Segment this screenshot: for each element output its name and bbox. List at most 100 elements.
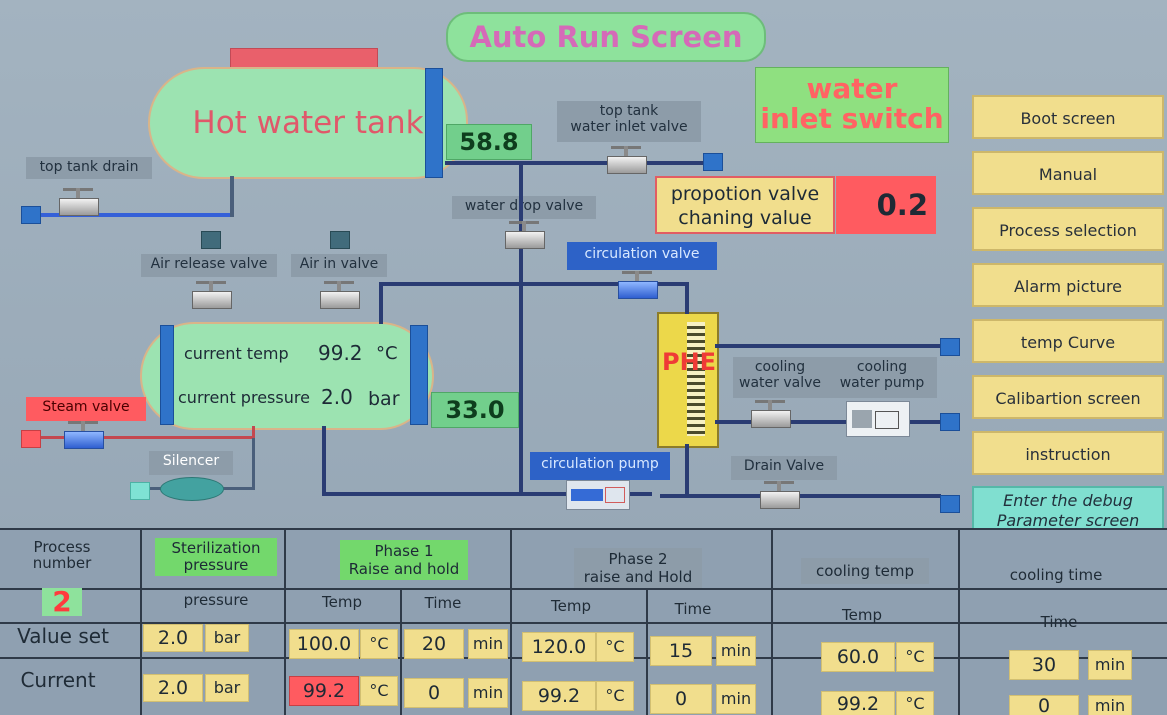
pipe-drain [660, 494, 941, 498]
table-separator-2 [0, 622, 1167, 624]
current-phase2-time: 0 [650, 684, 712, 714]
menu-boot-screen-button[interactable]: Boot screen [972, 95, 1164, 139]
top-tank-water-inlet-valve-stem [624, 146, 628, 158]
cooling-temp-label: cooling temp [801, 558, 929, 584]
cooling-water-pump-icon [846, 401, 910, 437]
air-release-indicator [201, 231, 221, 249]
top-tank-water-inlet-valve[interactable] [597, 146, 655, 180]
steam-indicator [21, 430, 41, 448]
air-release-valve[interactable] [182, 281, 240, 315]
value-set-phase1-temp[interactable]: 100.0 [289, 629, 359, 659]
menu-alarm-picture-button[interactable]: Alarm picture [972, 263, 1164, 307]
drain-valve[interactable] [750, 481, 808, 515]
cooling-time-label: cooling time [1009, 566, 1103, 584]
pipe-top-drain [40, 213, 230, 217]
menu-calibartion-screen-button[interactable]: Calibartion screen [972, 375, 1164, 419]
top-tank-drain-indicator [21, 206, 41, 224]
top-tank-drain-valve-stem [76, 188, 80, 200]
phe-label: PHE [662, 348, 717, 376]
drain-valve-body [760, 491, 800, 509]
steam-valve-body [64, 431, 104, 449]
silencer-indicator [130, 482, 150, 500]
circulation-valve[interactable] [608, 271, 666, 305]
hot-water-tank-side-cap [425, 68, 443, 178]
propotion-valve-panel: propotion valve chaning value [655, 176, 835, 234]
drain-indicator [940, 495, 960, 513]
steam-valve-label: Steam valve [26, 397, 146, 421]
lower-tank-current-pressure-label: current pressure [178, 388, 310, 407]
circulation-valve-stem [635, 271, 639, 283]
pipe-steam-up [252, 426, 255, 438]
cooling-time-column-label: Time [1040, 613, 1078, 631]
pipe-inlet-line [445, 161, 707, 165]
value-set-cooling-temp[interactable]: 60.0 [821, 642, 895, 672]
lower-tank-current-temp-label: current temp [184, 344, 289, 363]
pipe-lower-tank-left-down [322, 426, 326, 494]
silencer-label: Silencer [149, 451, 233, 475]
menu-process-selection-button[interactable]: Process selection [972, 207, 1164, 251]
value-set-row-label: Value set [17, 624, 109, 648]
pressure-column-label: pressure [183, 591, 249, 609]
pipe-air-in [379, 282, 383, 324]
value-set-phase2-temp[interactable]: 120.0 [522, 632, 596, 662]
menu-instruction-button[interactable]: instruction [972, 431, 1164, 475]
cooling-water-valve-stem [768, 400, 772, 412]
water-inlet-switch: water inlet switch [755, 67, 949, 143]
pipe-phe-cooling [715, 420, 941, 424]
pipe-bottom-loop [322, 492, 652, 496]
hot-water-tank: Hot water tank [148, 67, 468, 179]
top-tank-drain-valve[interactable] [49, 188, 107, 222]
value-set-phase2-time[interactable]: 15 [650, 636, 712, 666]
current-cooling-temp: 99.2 [821, 691, 895, 715]
air-in-valve-stem [337, 281, 341, 293]
lower-tank-left-cap [160, 325, 174, 425]
circulation-pump-icon-housing [605, 487, 625, 503]
air-in-valve-label: Air in valve [291, 254, 387, 277]
steam-valve[interactable] [54, 421, 112, 455]
lower-tank-current-temp-unit: °C [376, 343, 398, 364]
value-set-phase1-temp-unit: °C [360, 629, 398, 659]
current-pressure: 2.0 [143, 674, 203, 702]
water-drop-valve-stem [522, 221, 526, 233]
pipe-hot-tank-down [230, 176, 234, 217]
air-in-valve[interactable] [310, 281, 368, 315]
phe-upper-indicator [940, 338, 960, 356]
pipe-phe-down [685, 444, 689, 498]
value-set-cooling-time[interactable]: 30 [1009, 650, 1079, 680]
current-phase1-time: 0 [404, 678, 464, 708]
cooling-water-valve-body [751, 410, 791, 428]
pipe-steam [38, 436, 252, 439]
phase2-label: Phase 2 raise and Hold [574, 548, 702, 588]
pipe-main-vertical [519, 161, 523, 495]
process-number-value: 2 [42, 588, 82, 616]
top-tank-water-inlet-valve-label: top tank water inlet valve [557, 101, 701, 142]
drain-valve-stem [777, 481, 781, 493]
lower-tank-right-cap [410, 325, 428, 425]
process-number-label: Process number [32, 538, 92, 572]
circulation-valve-body [618, 281, 658, 299]
drain-valve-label: Drain Valve [731, 456, 837, 480]
hot-water-tank-label: Hot water tank [192, 105, 424, 141]
steam-valve-stem [81, 421, 85, 433]
phase2-temp-column-label: Temp [551, 597, 591, 615]
circulation-pump-label: circulation pump [530, 452, 670, 480]
menu-temp-curve-button[interactable]: temp Curve [972, 319, 1164, 363]
value-set-pressure-unit: bar [205, 624, 249, 652]
air-release-valve-stem [209, 281, 213, 293]
water-drop-valve[interactable] [495, 221, 553, 255]
value-set-pressure[interactable]: 2.0 [143, 624, 203, 652]
current-phase1-temp: 99.2 [289, 676, 359, 706]
current-pressure-unit: bar [205, 674, 249, 702]
current-row-label: Current [20, 668, 96, 692]
phase1-label: Phase 1 Raise and hold [340, 540, 468, 580]
cooling-temp-column-label: Temp [842, 606, 882, 624]
menu-manual-button[interactable]: Manual [972, 151, 1164, 195]
current-phase2-temp: 99.2 [522, 681, 596, 711]
pipe-circulation-down [685, 282, 689, 314]
circulation-pump-icon-motor [571, 489, 603, 501]
value-set-phase1-time[interactable]: 20 [404, 629, 464, 659]
top-tank-drain-label: top tank drain [26, 157, 152, 179]
air-in-valve-body [320, 291, 360, 309]
current-phase1-time-unit: min [468, 678, 508, 708]
cooling-water-valve[interactable] [741, 400, 799, 434]
